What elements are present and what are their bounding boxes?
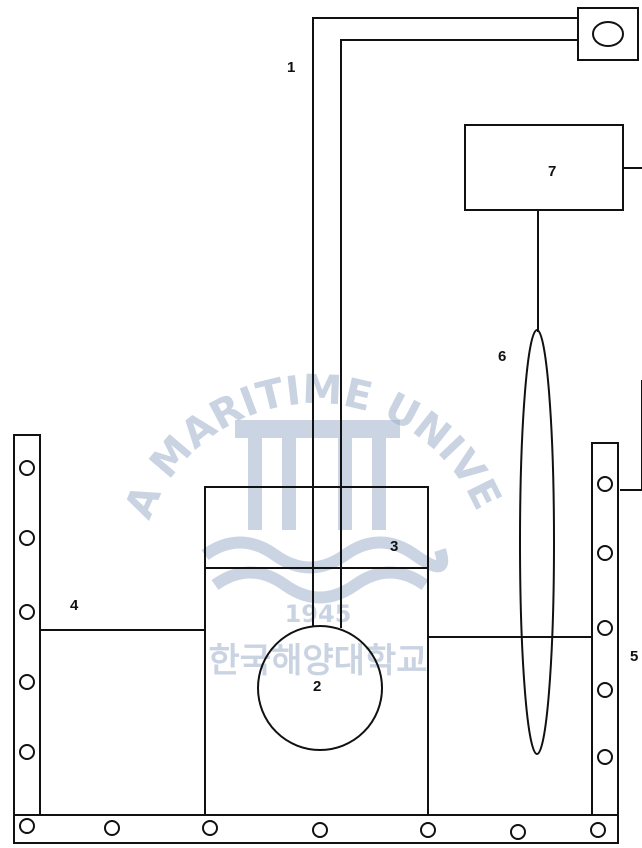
label-4: 4 [70,597,79,614]
connector-terminal [592,21,624,47]
specimen-sphere [257,625,383,751]
watermark-seal: KOREA MARITIME UNIVERSITY 1945 한국해양대학교 [0,0,510,681]
controller-return-wire [620,380,642,491]
lead-wires [312,17,578,570]
controller-box [464,124,624,211]
heater-element [519,329,555,755]
tank-holes [19,460,613,840]
connector-box [577,7,639,61]
label-7: 7 [548,163,556,180]
watermark-pillar [282,438,296,530]
label-6: 6 [498,348,506,365]
watermark-korean: 한국해양대학교 [209,641,428,681]
label-2: 2 [313,678,321,695]
label-3: 3 [390,538,398,555]
watermark-wave [211,566,429,604]
watermark-wave [201,536,449,574]
tank-right-wall [591,442,619,816]
watermark-roof [235,420,400,438]
watermark-pillar [372,438,386,530]
watermark-pillar [248,438,262,530]
label-1: 1 [287,59,295,76]
inner-container [204,486,429,816]
label-5: 5 [630,648,638,665]
